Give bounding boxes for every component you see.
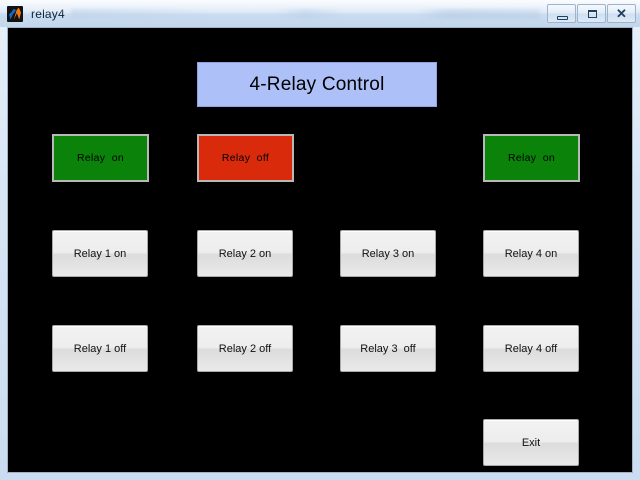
relay-4-on-button[interactable]: Relay 4 on [483, 230, 579, 277]
maximize-button[interactable] [577, 4, 606, 23]
relay-1-off-button[interactable]: Relay 1 off [52, 325, 148, 372]
maximize-icon [588, 10, 597, 18]
relay-3-off-button[interactable]: Relay 3 off [340, 325, 436, 372]
status-indicator-relay1[interactable]: Relay on [52, 134, 149, 182]
close-button[interactable]: ✕ [607, 4, 636, 23]
figure-canvas: 4-Relay Control Relay on Relay off Relay… [8, 28, 632, 472]
minimize-button[interactable] [547, 4, 576, 23]
relay-1-on-button[interactable]: Relay 1 on [52, 230, 148, 277]
status-indicator-relay4[interactable]: Relay on [483, 134, 580, 182]
window-controls: ✕ [546, 4, 636, 23]
window-title: relay4 [31, 6, 65, 21]
minimize-icon [557, 16, 568, 20]
exit-button[interactable]: Exit [483, 419, 579, 466]
relay-2-off-button[interactable]: Relay 2 off [197, 325, 293, 372]
relay-3-on-button[interactable]: Relay 3 on [340, 230, 436, 277]
page-title: 4-Relay Control [197, 62, 437, 107]
title-bar[interactable]: relay4 ✕ [0, 0, 640, 27]
titlebar-filler [70, 8, 540, 19]
relay-2-on-button[interactable]: Relay 2 on [197, 230, 293, 277]
close-icon: ✕ [616, 6, 627, 21]
relay-4-off-button[interactable]: Relay 4 off [483, 325, 579, 372]
page-title-label: 4-Relay Control [249, 73, 385, 95]
status-indicator-relay2[interactable]: Relay off [197, 134, 294, 182]
matlab-logo-icon [7, 5, 23, 22]
